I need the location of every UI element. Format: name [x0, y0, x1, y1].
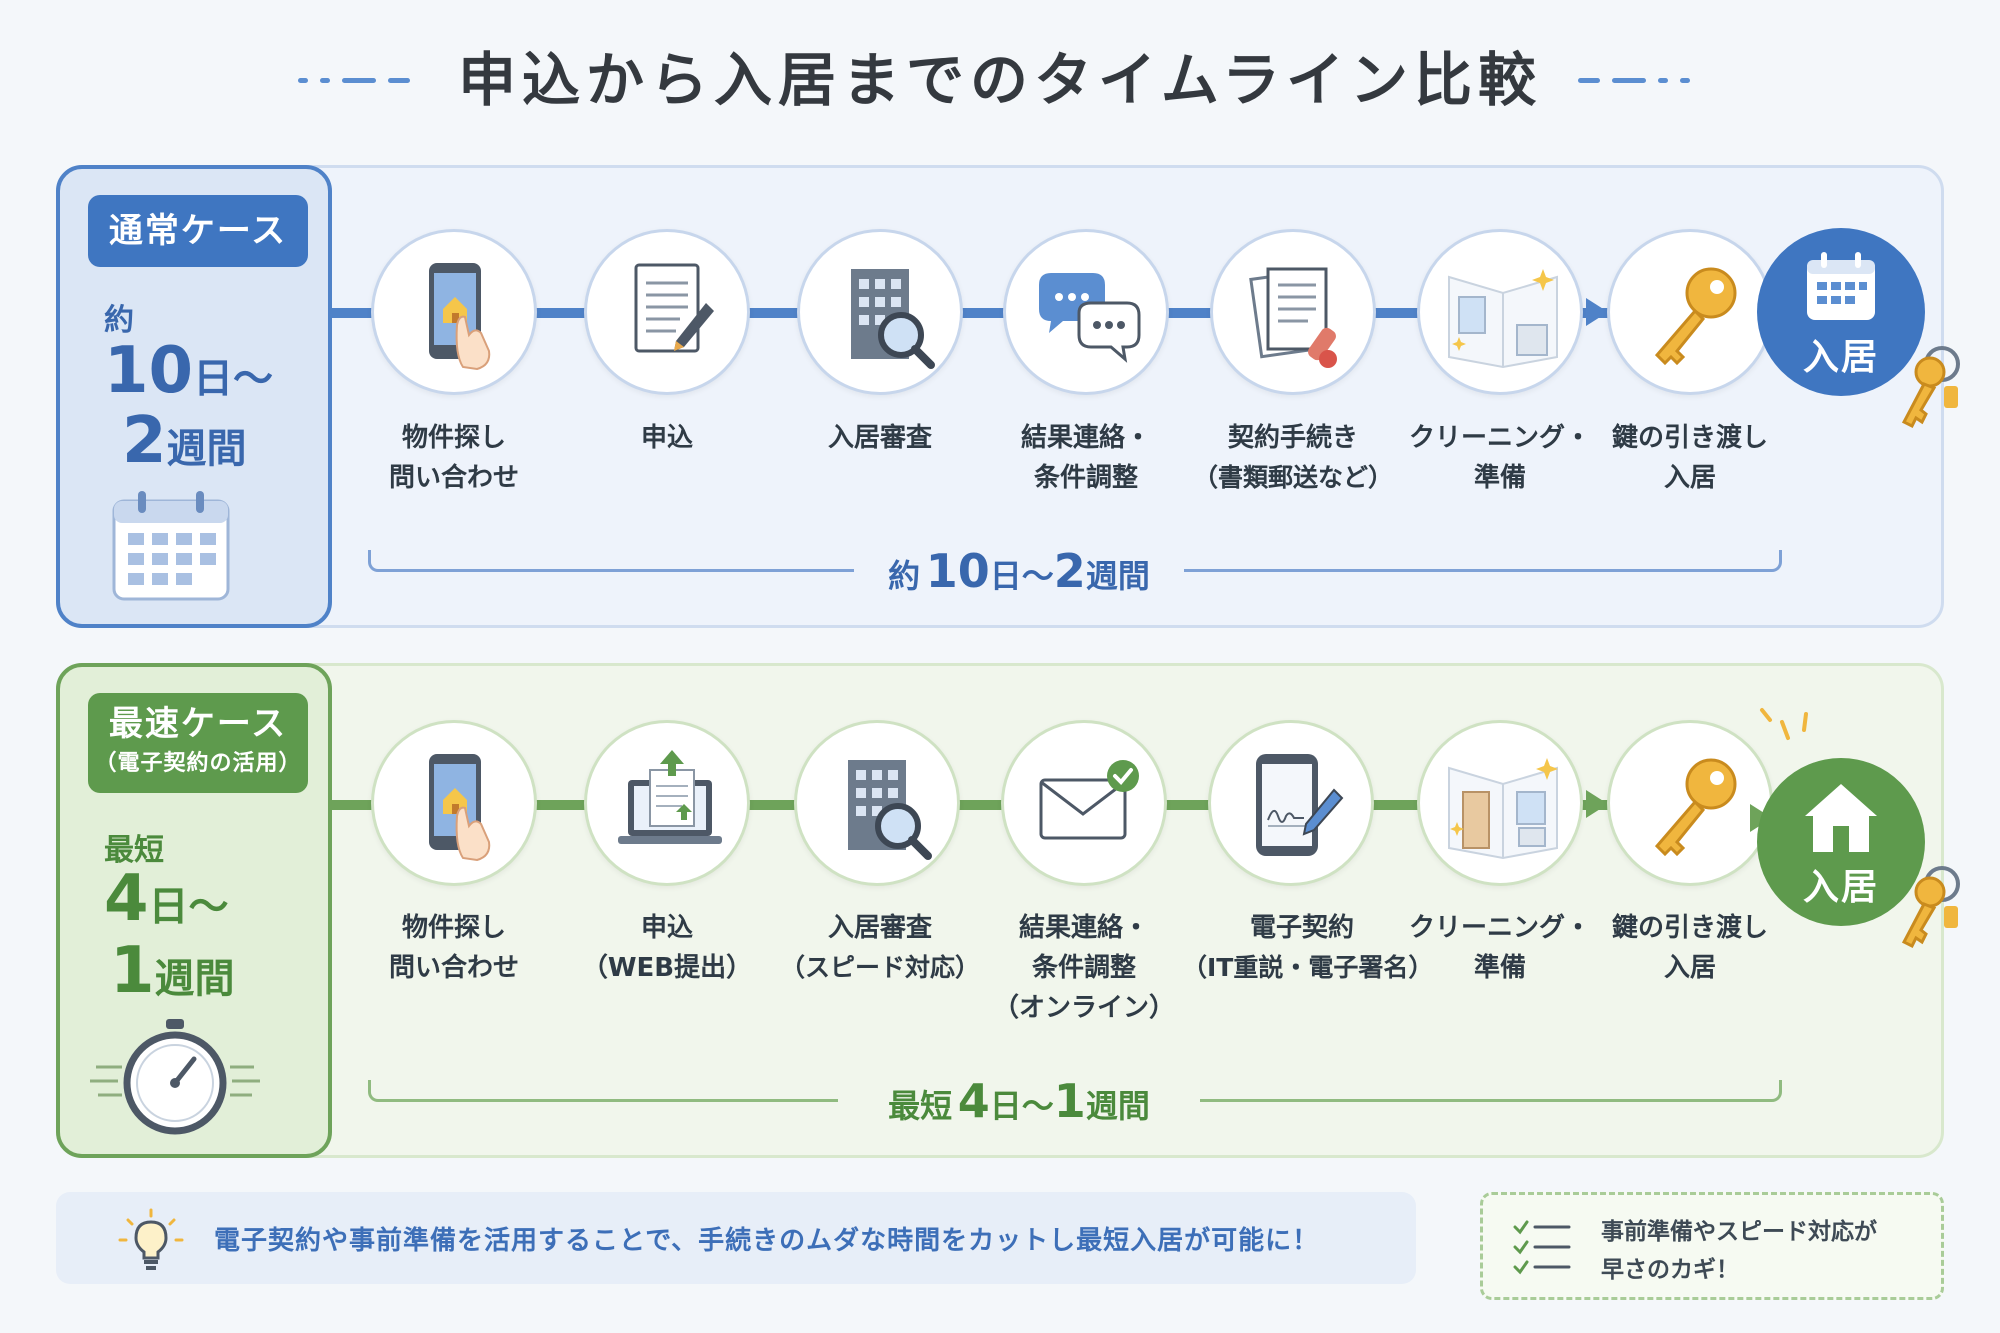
normal-step-2-label: 申込	[640, 423, 693, 453]
normal-goal: 入居	[1757, 228, 1925, 396]
key-icon	[1654, 267, 1737, 366]
key-icon	[1901, 866, 1960, 949]
fast-case-summary: 最速ケース （電子契約の活用） 最短 4日～ 1週間	[56, 663, 332, 1158]
fast-step-3-label: 入居審査（スピード対応）	[779, 913, 980, 982]
fast-step-6-label: クリーニング・準備	[1408, 913, 1591, 983]
normal-step-2	[584, 229, 750, 395]
normal-step-7-label: 鍵の引き渡し入居	[1611, 423, 1768, 493]
summary-note: 電子契約や事前準備を活用することで、手続きのムダな時間をカットし最短入居が可能に…	[56, 1192, 1416, 1284]
normal-step-4-label: 結果連絡・条件調整	[1020, 423, 1151, 493]
fast-duration-line1: 4日～	[104, 862, 229, 936]
tablet-signature-icon	[1256, 754, 1344, 856]
normal-duration-line2: 2週間	[122, 404, 247, 478]
title-area: 申込から入居までのタイムライン比較	[0, 40, 2000, 120]
fast-step-4-label: 結果連絡・条件調整（オンライン）	[992, 913, 1175, 1023]
summary-note-text: 電子契約や事前準備を活用することで、手続きのムダな時間をカットし最短入居が可能に…	[214, 1226, 1320, 1256]
fast-case-badge-sub: （電子契約の活用）	[94, 751, 302, 776]
fast-goal-label: 入居	[1802, 867, 1879, 908]
fast-case-badge: 最速ケース （電子契約の活用）	[88, 693, 308, 793]
normal-step-5-label: 契約手続き（書類郵送など）	[1193, 423, 1394, 492]
normal-bracket-label: 約 10日～2週間	[854, 548, 1184, 594]
normal-step-7	[1607, 229, 1773, 395]
normal-case-summary: 通常ケース 約 10日～ 2週間	[56, 165, 332, 628]
fast-step-1	[371, 720, 537, 886]
document-pen-icon	[634, 263, 714, 353]
title-left-dash	[298, 78, 422, 84]
documents-stamp-icon	[1249, 267, 1337, 368]
normal-step-6-label: クリーニング・準備	[1408, 423, 1591, 493]
page-title: 申込から入居までのタイムライン比較	[458, 46, 1542, 114]
fast-step-5	[1208, 720, 1374, 886]
checklist-icon	[1513, 1220, 1571, 1275]
normal-step-1-label: 物件探し問い合わせ	[388, 423, 519, 493]
sparkle-icon	[1760, 708, 1808, 740]
calendar-icon	[112, 491, 230, 601]
normal-duration-lead: 約	[104, 303, 134, 338]
smartphone-house-icon	[429, 263, 491, 371]
envelope-check-icon	[1039, 760, 1139, 840]
laptop-upload-icon	[618, 750, 722, 844]
fast-step-1-label: 物件探し問い合わせ	[388, 913, 519, 983]
fast-step-7	[1607, 720, 1773, 886]
fast-bracket-label: 最短 4日～1週間	[838, 1078, 1200, 1124]
normal-step-3-label: 入居審査	[827, 423, 932, 453]
fast-duration-lead: 最短	[104, 833, 164, 868]
normal-step-1	[371, 229, 537, 395]
key-icon	[1654, 758, 1737, 857]
stopwatch-icon	[90, 1019, 260, 1135]
normal-step-6	[1417, 229, 1583, 395]
fast-step-2	[584, 720, 750, 886]
title-right-dash	[1578, 78, 1702, 84]
tip-text: 事前準備やスピード対応が早さのカギ！	[1601, 1219, 1877, 1283]
fast-step-4	[1001, 720, 1167, 886]
house-icon	[1805, 784, 1877, 852]
tip-box: 事前準備やスピード対応が早さのカギ！	[1480, 1192, 1944, 1300]
chat-bubbles-icon	[1039, 273, 1141, 363]
normal-duration-line1: 10日～	[104, 334, 274, 408]
clean-room-icon	[1448, 269, 1558, 369]
normal-step-5	[1210, 229, 1376, 395]
fast-step-7-label: 鍵の引き渡し入居	[1611, 913, 1768, 983]
normal-step-3	[797, 229, 963, 395]
calendar-icon	[1807, 252, 1875, 320]
smartphone-house-icon	[429, 754, 491, 862]
fast-goal: 入居	[1757, 758, 1925, 926]
clean-room-icon	[1448, 758, 1558, 860]
building-magnifier-icon	[851, 269, 935, 369]
fast-arrow-1	[1586, 790, 1608, 818]
lightbulb-icon	[118, 1208, 184, 1270]
fast-step-5-label: 電子契約（IT重説・電子署名）	[1182, 913, 1434, 982]
fast-duration-line2: 1週間	[110, 934, 235, 1008]
key-icon	[1901, 346, 1960, 429]
fast-step-2-label: 申込（WEB提出）	[581, 913, 753, 983]
normal-case-badge: 通常ケース	[88, 195, 308, 267]
fast-step-6	[1417, 720, 1583, 886]
normal-goal-label: 入居	[1802, 337, 1879, 378]
normal-step-4	[1003, 229, 1169, 395]
building-magnifier-icon	[848, 760, 932, 860]
fast-step-3	[794, 720, 960, 886]
normal-arrow	[1586, 298, 1608, 326]
